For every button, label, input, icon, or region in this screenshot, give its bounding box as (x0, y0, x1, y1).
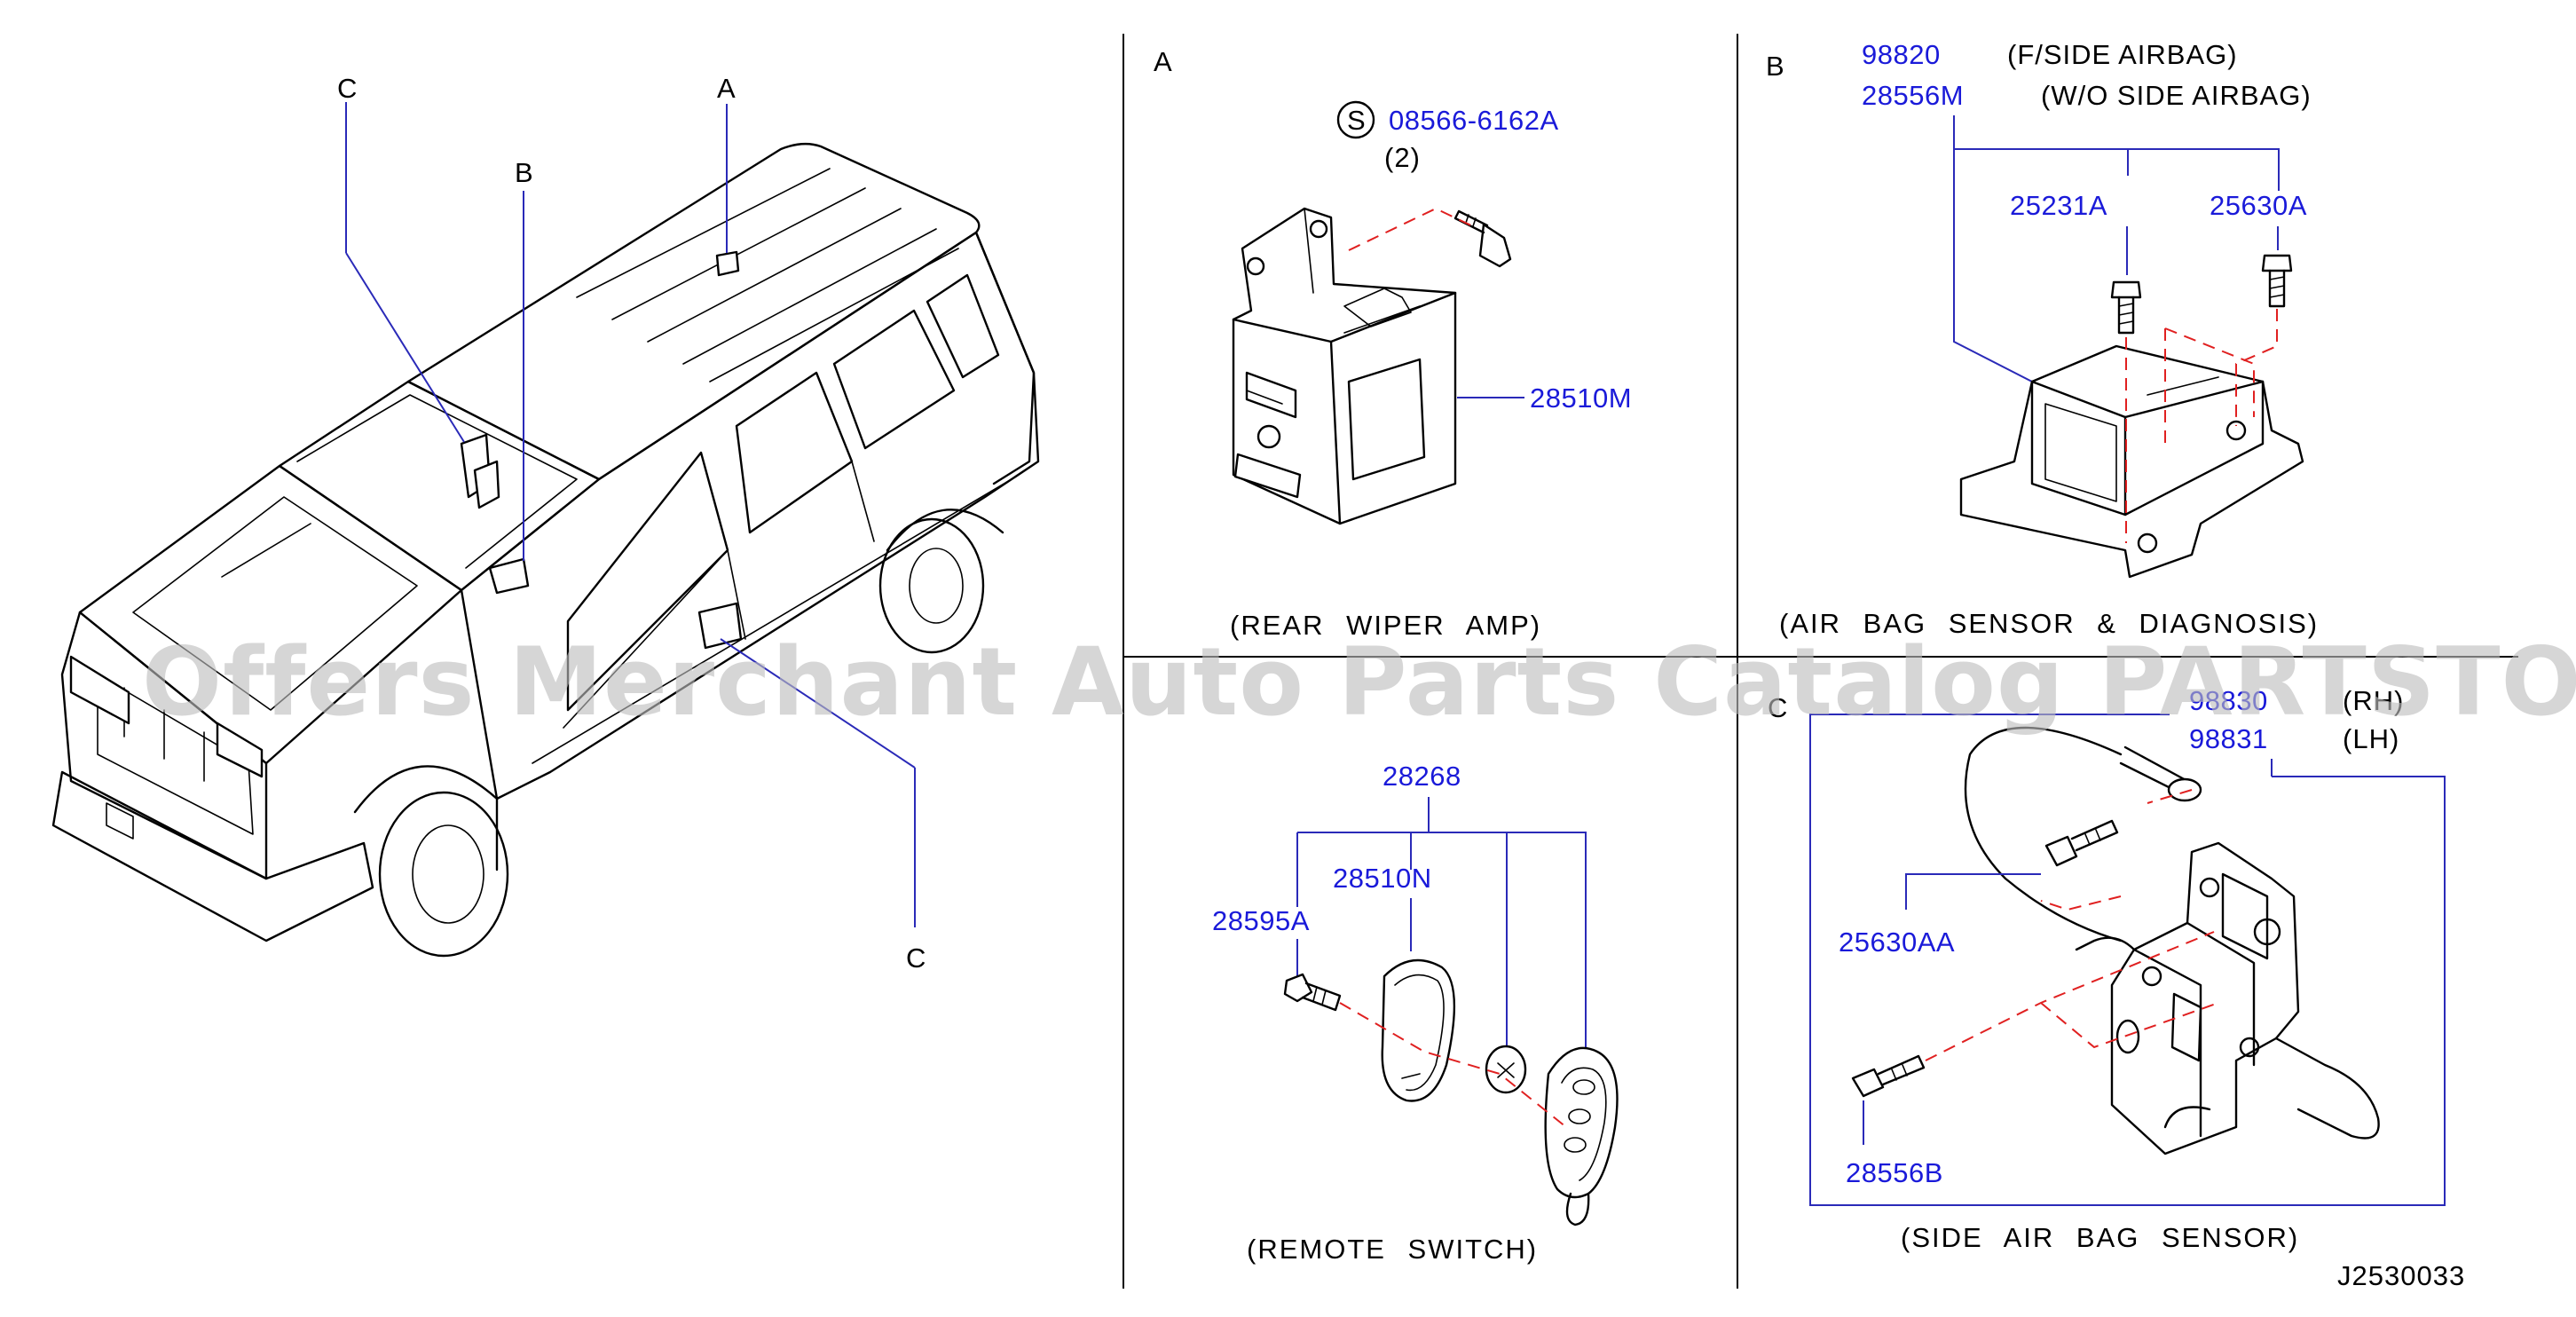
callout-c-bottom: C (906, 942, 926, 974)
bolt-qty-a: (2) (1384, 142, 1421, 173)
bolt-part-number-a: 08566-6162A (1389, 105, 1559, 136)
amp-part-number-a: 28510M (1530, 382, 1632, 414)
section-remote-switch: 28268 28510N 28595A (1212, 761, 1619, 1265)
section-b: B 98820 (F/SIDE AIRBAG) 28556M (W/O SIDE… (1766, 39, 2319, 639)
sensor-b-box (488, 557, 530, 595)
overview-callout-labels: C A B C (337, 73, 926, 974)
rear-wiper-amp-icon (1232, 207, 1457, 525)
note-rh: (RH) (2343, 685, 2404, 716)
screw-part-number-28595a: 28595A (1212, 905, 1310, 936)
bolt-part-number-25630a: 25630A (2210, 190, 2307, 221)
part-number-98830: 98830 (2189, 685, 2268, 716)
symbol-s: S (1347, 105, 1367, 136)
callout-c-top: C (337, 73, 358, 104)
note-f-side-airbag: (F/SIDE AIRBAG) (2007, 39, 2238, 70)
section-b-letter: B (1766, 51, 1784, 82)
callout-a: A (717, 73, 737, 104)
caption-rear-wiper-amp: (REAR WIPER AMP) (1230, 610, 1541, 641)
section-c-letter: C (1768, 692, 1787, 723)
callout-b: B (515, 157, 534, 188)
part-number-28556m: 28556M (1862, 80, 1964, 111)
bolt-c1-icon (2044, 819, 2119, 867)
screw-icon (1283, 973, 1342, 1012)
overview-callout-leaders (345, 102, 916, 927)
part-number-98820: 98820 (1862, 39, 1941, 70)
battery-icon (1485, 1045, 1527, 1094)
bolt-part-number-25630aa: 25630AA (1839, 927, 1955, 958)
section-a-letter: A (1154, 46, 1172, 77)
case-part-number-28510n: 28510N (1333, 863, 1432, 894)
side-air-bag-sensor-icon (2075, 841, 2380, 1155)
bolt-part-number-25231a: 25231A (2010, 190, 2107, 221)
watermark: Offers Merchant Auto Parts Catalog PARTS… (142, 627, 2576, 737)
air-bag-sensor-icon (1959, 344, 2304, 579)
part-number-98831: 98831 (2189, 723, 2268, 754)
bolt-c2-icon (1851, 1054, 1926, 1098)
panel-separators (1123, 34, 2518, 1289)
section-a: A S 08566-6162A (2) (1154, 46, 1632, 641)
note-lh: (LH) (2343, 723, 2399, 754)
remote-fob-icon (1544, 1046, 1619, 1226)
caption-air-bag-sensor-diagnosis: (AIR BAG SENSOR & DIAGNOSIS) (1779, 608, 2319, 639)
remote-case-icon (1381, 958, 1456, 1102)
side-sensor-c-box (697, 602, 743, 650)
note-wo-side-airbag: (W/O SIDE AIRBAG) (2041, 80, 2312, 111)
bolt-a-icon (1453, 209, 1512, 268)
section-c: C 98830 (RH) 98831 (LH) 25630AA (1768, 685, 2446, 1253)
amp-a-box (715, 250, 740, 277)
kit-part-number-28268: 28268 (1383, 761, 1461, 792)
diagram-id: J2530033 (2337, 1260, 2465, 1291)
vehicle-overview-illustration (51, 142, 1040, 958)
symbol-circle (1336, 100, 1375, 139)
caption-side-air-bag-sensor: (SIDE AIR BAG SENSOR) (1901, 1222, 2299, 1253)
bolt-part-number-28556b: 28556B (1846, 1157, 1943, 1188)
caption-remote-switch: (REMOTE SWITCH) (1247, 1234, 1538, 1265)
bolt-b1-icon (2110, 280, 2142, 335)
bolt-b2-icon (2261, 254, 2293, 308)
